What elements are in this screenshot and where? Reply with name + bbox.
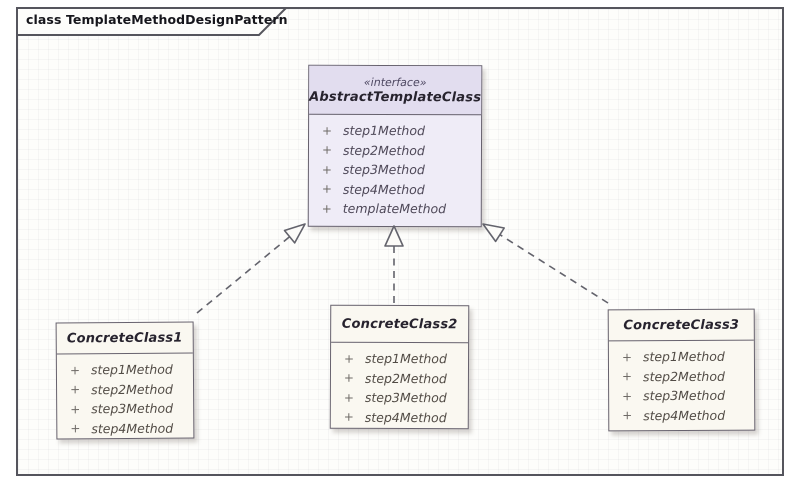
method-name: step1Method <box>642 349 725 365</box>
visibility-symbol: + <box>70 382 81 397</box>
visibility-symbol: + <box>321 181 332 197</box>
visibility-symbol: + <box>343 410 354 425</box>
method-item: + step1Method <box>344 349 468 369</box>
method-item: + step4Method <box>344 407 468 427</box>
diagram-frame: class TemplateMethodDesignPattern «inter… <box>16 7 784 476</box>
method-name: step4Method <box>91 420 174 436</box>
frame-tab: class TemplateMethodDesignPattern <box>16 7 302 37</box>
visibility-symbol: + <box>621 369 633 384</box>
visibility-symbol: + <box>70 421 81 436</box>
visibility-symbol: + <box>343 371 355 386</box>
method-item: + step3Method <box>322 160 481 180</box>
class-box-concrete-class-1[interactable]: ConcreteClass1 +step1Method+step2Method+… <box>55 321 195 440</box>
visibility-symbol: + <box>69 363 81 378</box>
visibility-symbol: + <box>622 389 633 404</box>
method-item: + step2Method <box>322 140 481 160</box>
visibility-symbol: + <box>343 390 354 405</box>
class-title: ConcreteClass2 <box>341 316 458 332</box>
method-item: + step3Method <box>622 386 754 406</box>
visibility-symbol: + <box>321 162 333 177</box>
method-name: step1Method <box>90 361 173 378</box>
class-box-concrete-class-2[interactable]: ConcreteClass2 +step1Method+step2Method+… <box>329 304 470 430</box>
method-item: + step4Method <box>322 179 481 199</box>
class-title: ConcreteClass3 <box>623 317 740 333</box>
method-name: step1Method <box>343 123 425 139</box>
method-name: step3Method <box>91 400 174 417</box>
visibility-symbol: + <box>321 201 332 216</box>
class-header: «interface» AbstractTemplateClass <box>309 65 482 116</box>
method-list: + step1Method + step2Method + step3Method + ste… <box>609 341 754 426</box>
method-name: step1Method <box>365 351 447 367</box>
method-name: step3Method <box>643 388 726 404</box>
visibility-symbol: + <box>621 350 633 365</box>
class-header: ConcreteClass2 <box>331 305 469 344</box>
method-item: + step3Method <box>70 399 193 419</box>
method-item: + step2Method <box>70 379 193 399</box>
class-header: ConcreteClass3 <box>608 309 754 342</box>
class-title: ConcreteClass1 <box>66 330 183 346</box>
method-name: step2Method <box>364 370 447 386</box>
class-box-concrete-class-3[interactable]: ConcreteClass3 +step1Method+step2Method+… <box>607 308 756 432</box>
class-header: ConcreteClass1 <box>56 322 193 355</box>
method-item: + step2Method <box>622 366 754 386</box>
frame-tab-shape <box>16 7 289 36</box>
visibility-symbol: + <box>622 408 633 423</box>
method-name: templateMethod <box>342 201 447 217</box>
frame-label: class TemplateMethodDesignPattern <box>26 12 288 27</box>
stereotype-label: «interface» <box>363 75 427 89</box>
method-list: + step1Method + step2Method + step3Method + ste… <box>309 115 481 219</box>
method-item: + step1Method <box>70 360 193 380</box>
method-name: step3Method <box>364 390 447 406</box>
visibility-symbol: + <box>322 123 333 138</box>
visibility-symbol: + <box>321 142 333 158</box>
method-list: + step1Method + step2Method + step3Method + ste… <box>57 354 194 439</box>
method-name: step2Method <box>642 368 725 384</box>
method-item: + step1Method <box>622 347 754 367</box>
method-name: step2Method <box>342 142 425 158</box>
method-item: + step3Method <box>344 388 468 408</box>
class-box-abstract-template-class[interactable]: «interface» AbstractTemplateClass + step1… <box>307 64 483 228</box>
method-item: + step4Method <box>622 405 754 425</box>
method-name: step4Method <box>342 181 425 197</box>
method-name: step4Method <box>643 407 726 423</box>
class-title: AbstractTemplateClass <box>309 89 482 105</box>
method-item: + step4Method <box>70 418 193 438</box>
method-item: + step1Method <box>322 121 481 141</box>
method-item: + templateMethod <box>322 199 481 219</box>
method-name: step3Method <box>342 162 425 178</box>
method-item: + step2Method <box>344 368 468 388</box>
method-name: step2Method <box>91 381 173 397</box>
visibility-symbol: + <box>70 402 81 417</box>
method-name: step4Method <box>364 409 447 425</box>
method-list: + step1Method + step2Method + step3Method + ste… <box>331 343 468 428</box>
visibility-symbol: + <box>344 351 355 366</box>
